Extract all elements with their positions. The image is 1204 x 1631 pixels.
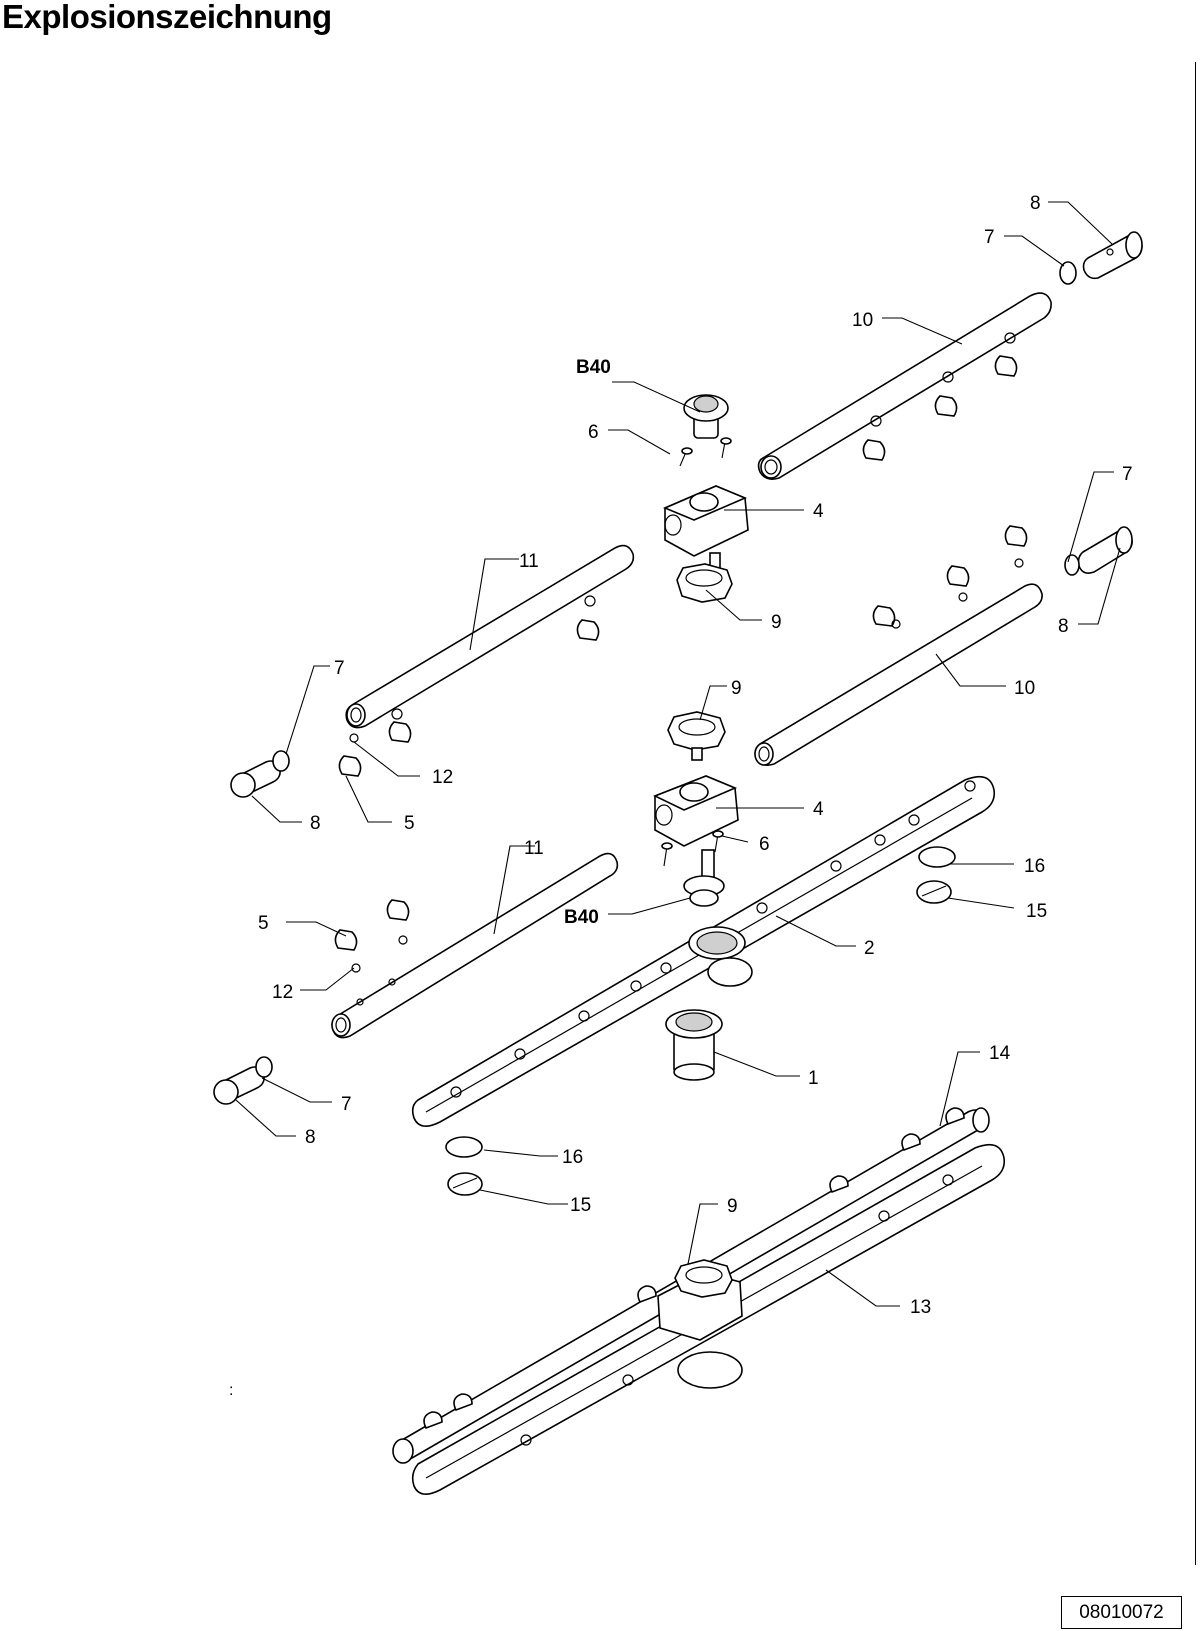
clips-tube-11-lower	[334, 899, 410, 973]
callout-13: 13	[910, 1297, 931, 1318]
callout-8: 8	[310, 813, 321, 834]
right-margin-rule	[1195, 62, 1196, 1565]
cap-15-right	[916, 880, 952, 904]
clips-tube-11-upper	[338, 595, 600, 777]
callout-9: 9	[731, 678, 742, 699]
leader-lines	[235, 201, 1121, 1307]
callout-10: 10	[852, 310, 873, 331]
clips-tube-10-upper	[862, 332, 1018, 461]
callout-11: 11	[524, 838, 544, 859]
nozzle-8-left-lower	[213, 1066, 265, 1105]
spray-arm-2	[411, 775, 996, 1127]
callout-12: 12	[432, 767, 453, 788]
page-title: Explosionszeichnung	[2, 0, 332, 35]
tube-10-upper	[757, 292, 1052, 480]
ring-7-left-upper	[272, 750, 290, 772]
tube-11-lower	[331, 852, 619, 1039]
callout-7: 7	[341, 1094, 352, 1115]
callout-14: 14	[989, 1043, 1011, 1064]
callout-6: 6	[759, 834, 770, 855]
bearing-b40-middle	[683, 849, 725, 907]
hub-block-4-upper	[662, 485, 749, 557]
lower-hub-with-knob-9	[657, 1259, 743, 1341]
callout-7: 7	[1122, 464, 1133, 485]
cap-15-left	[447, 1172, 483, 1196]
callout-labels: 8 7 10 B40 6 4 11 9 7 8 10 7 9 12 8 5 4 …	[258, 193, 1133, 1318]
ring-7-top	[1059, 261, 1077, 285]
callout-b40: B40	[576, 357, 611, 378]
callout-2: 2	[864, 938, 875, 959]
seal-16-right	[918, 846, 956, 868]
ring-7-right-middle	[1064, 554, 1080, 576]
callout-15: 15	[570, 1195, 591, 1216]
bearing-1	[665, 1009, 723, 1081]
hub-block-4-middle	[653, 775, 739, 847]
callout-5: 5	[404, 813, 415, 834]
stray-mark: :	[229, 1382, 234, 1399]
tube-10-middle	[754, 583, 1043, 766]
callout-7: 7	[984, 227, 995, 248]
screws-6-middle	[661, 830, 724, 867]
nozzle-8-right-middle	[1077, 526, 1133, 574]
bearing-b40-upper	[683, 394, 729, 439]
callout-9: 9	[771, 612, 782, 633]
tube-11-upper	[345, 544, 635, 729]
callout-b40: B40	[564, 907, 599, 928]
screws-6-upper	[679, 437, 732, 467]
callout-12: 12	[272, 982, 293, 1003]
callout-10: 10	[1014, 678, 1035, 699]
callout-1: 1	[808, 1068, 819, 1089]
clips-tube-10-middle	[872, 525, 1028, 629]
callout-8: 8	[1030, 193, 1041, 214]
callout-6: 6	[588, 422, 599, 443]
callout-4: 4	[813, 799, 824, 820]
callout-8: 8	[305, 1127, 316, 1148]
knob-9-middle	[667, 711, 726, 761]
callout-9: 9	[727, 1196, 738, 1217]
callout-15: 15	[1026, 901, 1047, 922]
seal-16-left	[445, 1136, 483, 1158]
spray-arm-2-holes	[450, 780, 976, 1098]
nozzle-8-top	[1082, 231, 1143, 280]
callout-7: 7	[334, 658, 345, 679]
callout-4: 4	[813, 501, 824, 522]
document-id-box: 08010072	[1061, 1596, 1182, 1629]
ring-7-left-lower	[255, 1056, 273, 1078]
callout-8: 8	[1058, 616, 1069, 637]
callout-5: 5	[258, 913, 269, 934]
callout-16: 16	[1024, 856, 1045, 877]
callout-16: 16	[562, 1147, 583, 1168]
knob-9-upper	[676, 552, 733, 603]
callout-11: 11	[519, 551, 539, 572]
nozzle-8-left-upper	[230, 760, 281, 798]
